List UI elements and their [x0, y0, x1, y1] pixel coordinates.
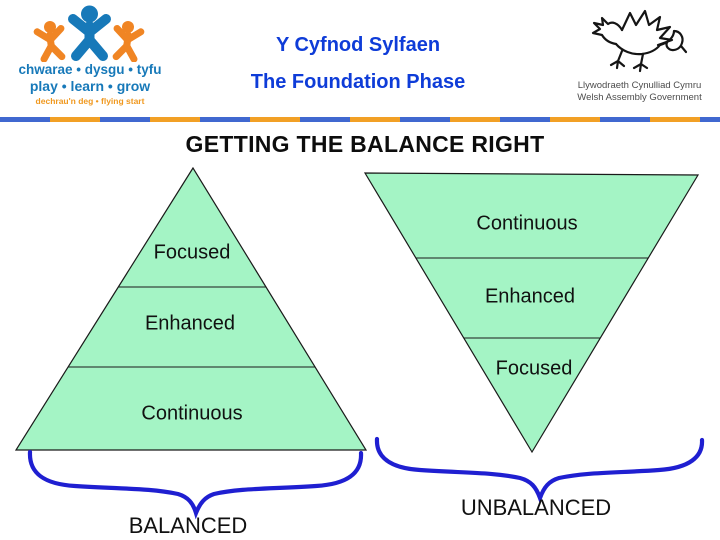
- jumping-children-icon: [33, 5, 145, 62]
- title-welsh: Y Cyfnod Sylfaen: [275, 34, 441, 56]
- balanced-section-focused: Focused: [153, 241, 231, 264]
- balanced-section-enhanced: Enhanced: [144, 312, 236, 335]
- balanced-section-continuous: Continuous: [141, 402, 243, 425]
- logo-flying-start-tagline: dechrau'n deg • flying start: [35, 95, 145, 106]
- gov-english-name: Welsh Assembly Government: [577, 92, 702, 104]
- slide-title: GETTING THE BALANCE RIGHT: [185, 131, 545, 157]
- logo-english-tagline: play • learn • grow: [29, 77, 151, 94]
- balanced-pyramid-shape: [14, 166, 368, 451]
- unbalanced-section-enhanced: Enhanced: [484, 285, 576, 308]
- unbalanced-pyramid-shape: [363, 172, 700, 454]
- title-english: The Foundation Phase: [250, 71, 466, 93]
- header-divider: [0, 117, 720, 122]
- logo-welsh-tagline: chwarae • dysgu • tyfu: [18, 62, 162, 77]
- header-title: Y Cyfnod Sylfaen The Foundation Phase: [233, 34, 483, 94]
- play-learn-grow-logo: chwarae • dysgu • tyfu play • learn • gr…: [10, 4, 170, 106]
- gov-logo-text: Llywodraeth Cynulliad Cymru Welsh Assemb…: [557, 80, 720, 105]
- balanced-brace: [27, 449, 364, 520]
- unbalanced-brace: [374, 436, 705, 505]
- welsh-dragon-icon: [588, 6, 688, 80]
- gov-welsh-name: Llywodraeth Cynulliad Cymru: [577, 80, 702, 91]
- balanced-caption: BALANCED: [128, 513, 248, 538]
- unbalanced-section-focused: Focused: [495, 357, 573, 380]
- unbalanced-caption: UNBALANCED: [460, 495, 612, 520]
- unbalanced-section-continuous: Continuous: [476, 212, 578, 235]
